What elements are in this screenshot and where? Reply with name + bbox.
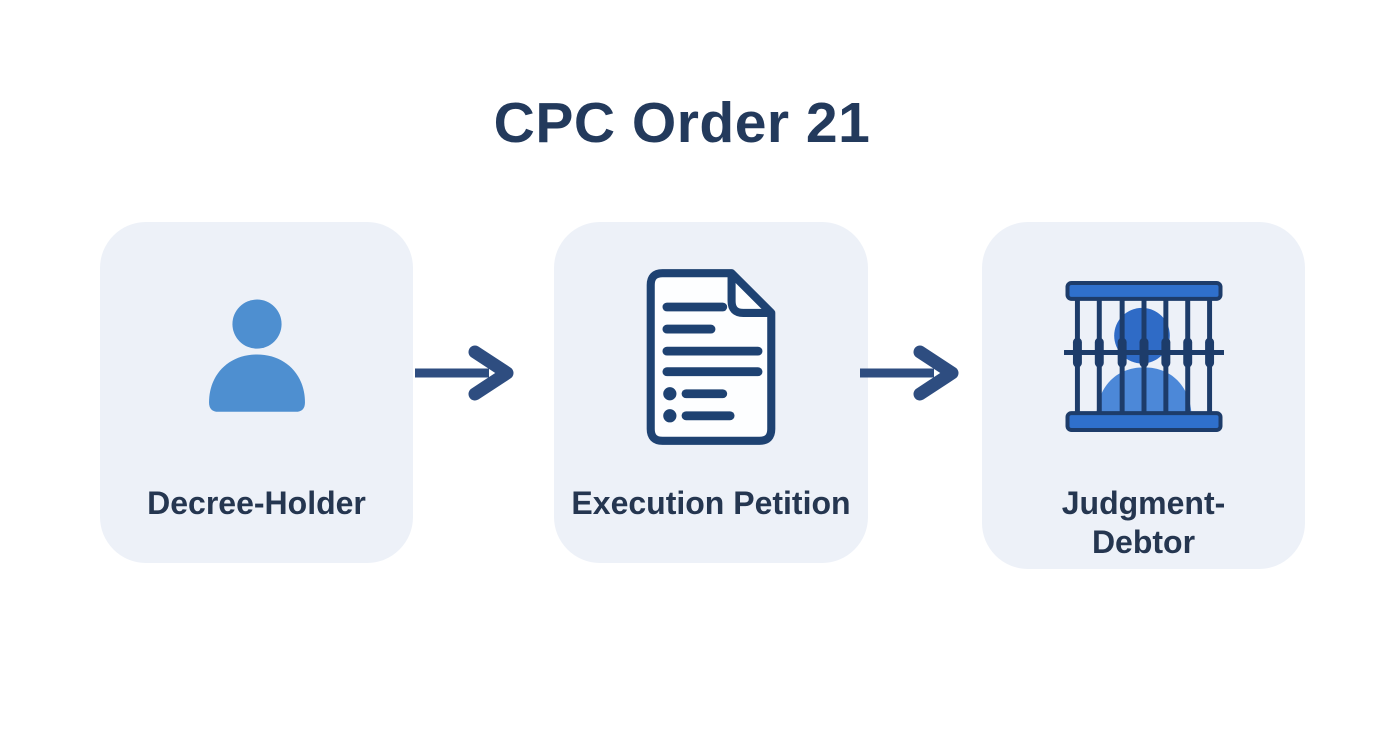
arrow-right-icon — [860, 345, 959, 401]
flow-card-execution-petition: Execution Petition — [554, 222, 868, 563]
card-label-decree-holder: Decree-Holder — [147, 485, 366, 521]
person-icon — [208, 299, 305, 412]
arrow-right-icon — [415, 345, 514, 401]
flow-card-decree-holder: Decree-Holder — [100, 222, 413, 563]
flow-card-judgment-debtor: Judgment-Debtor — [982, 222, 1305, 569]
prisoner-behind-bars-icon — [1063, 280, 1224, 433]
page-title: CPC Order 21 — [493, 91, 871, 155]
card-label-judgment-debtor: Judgment-Debtor — [1061, 485, 1226, 560]
document-icon — [646, 269, 776, 445]
card-label-execution-petition: Execution Petition — [571, 485, 851, 521]
